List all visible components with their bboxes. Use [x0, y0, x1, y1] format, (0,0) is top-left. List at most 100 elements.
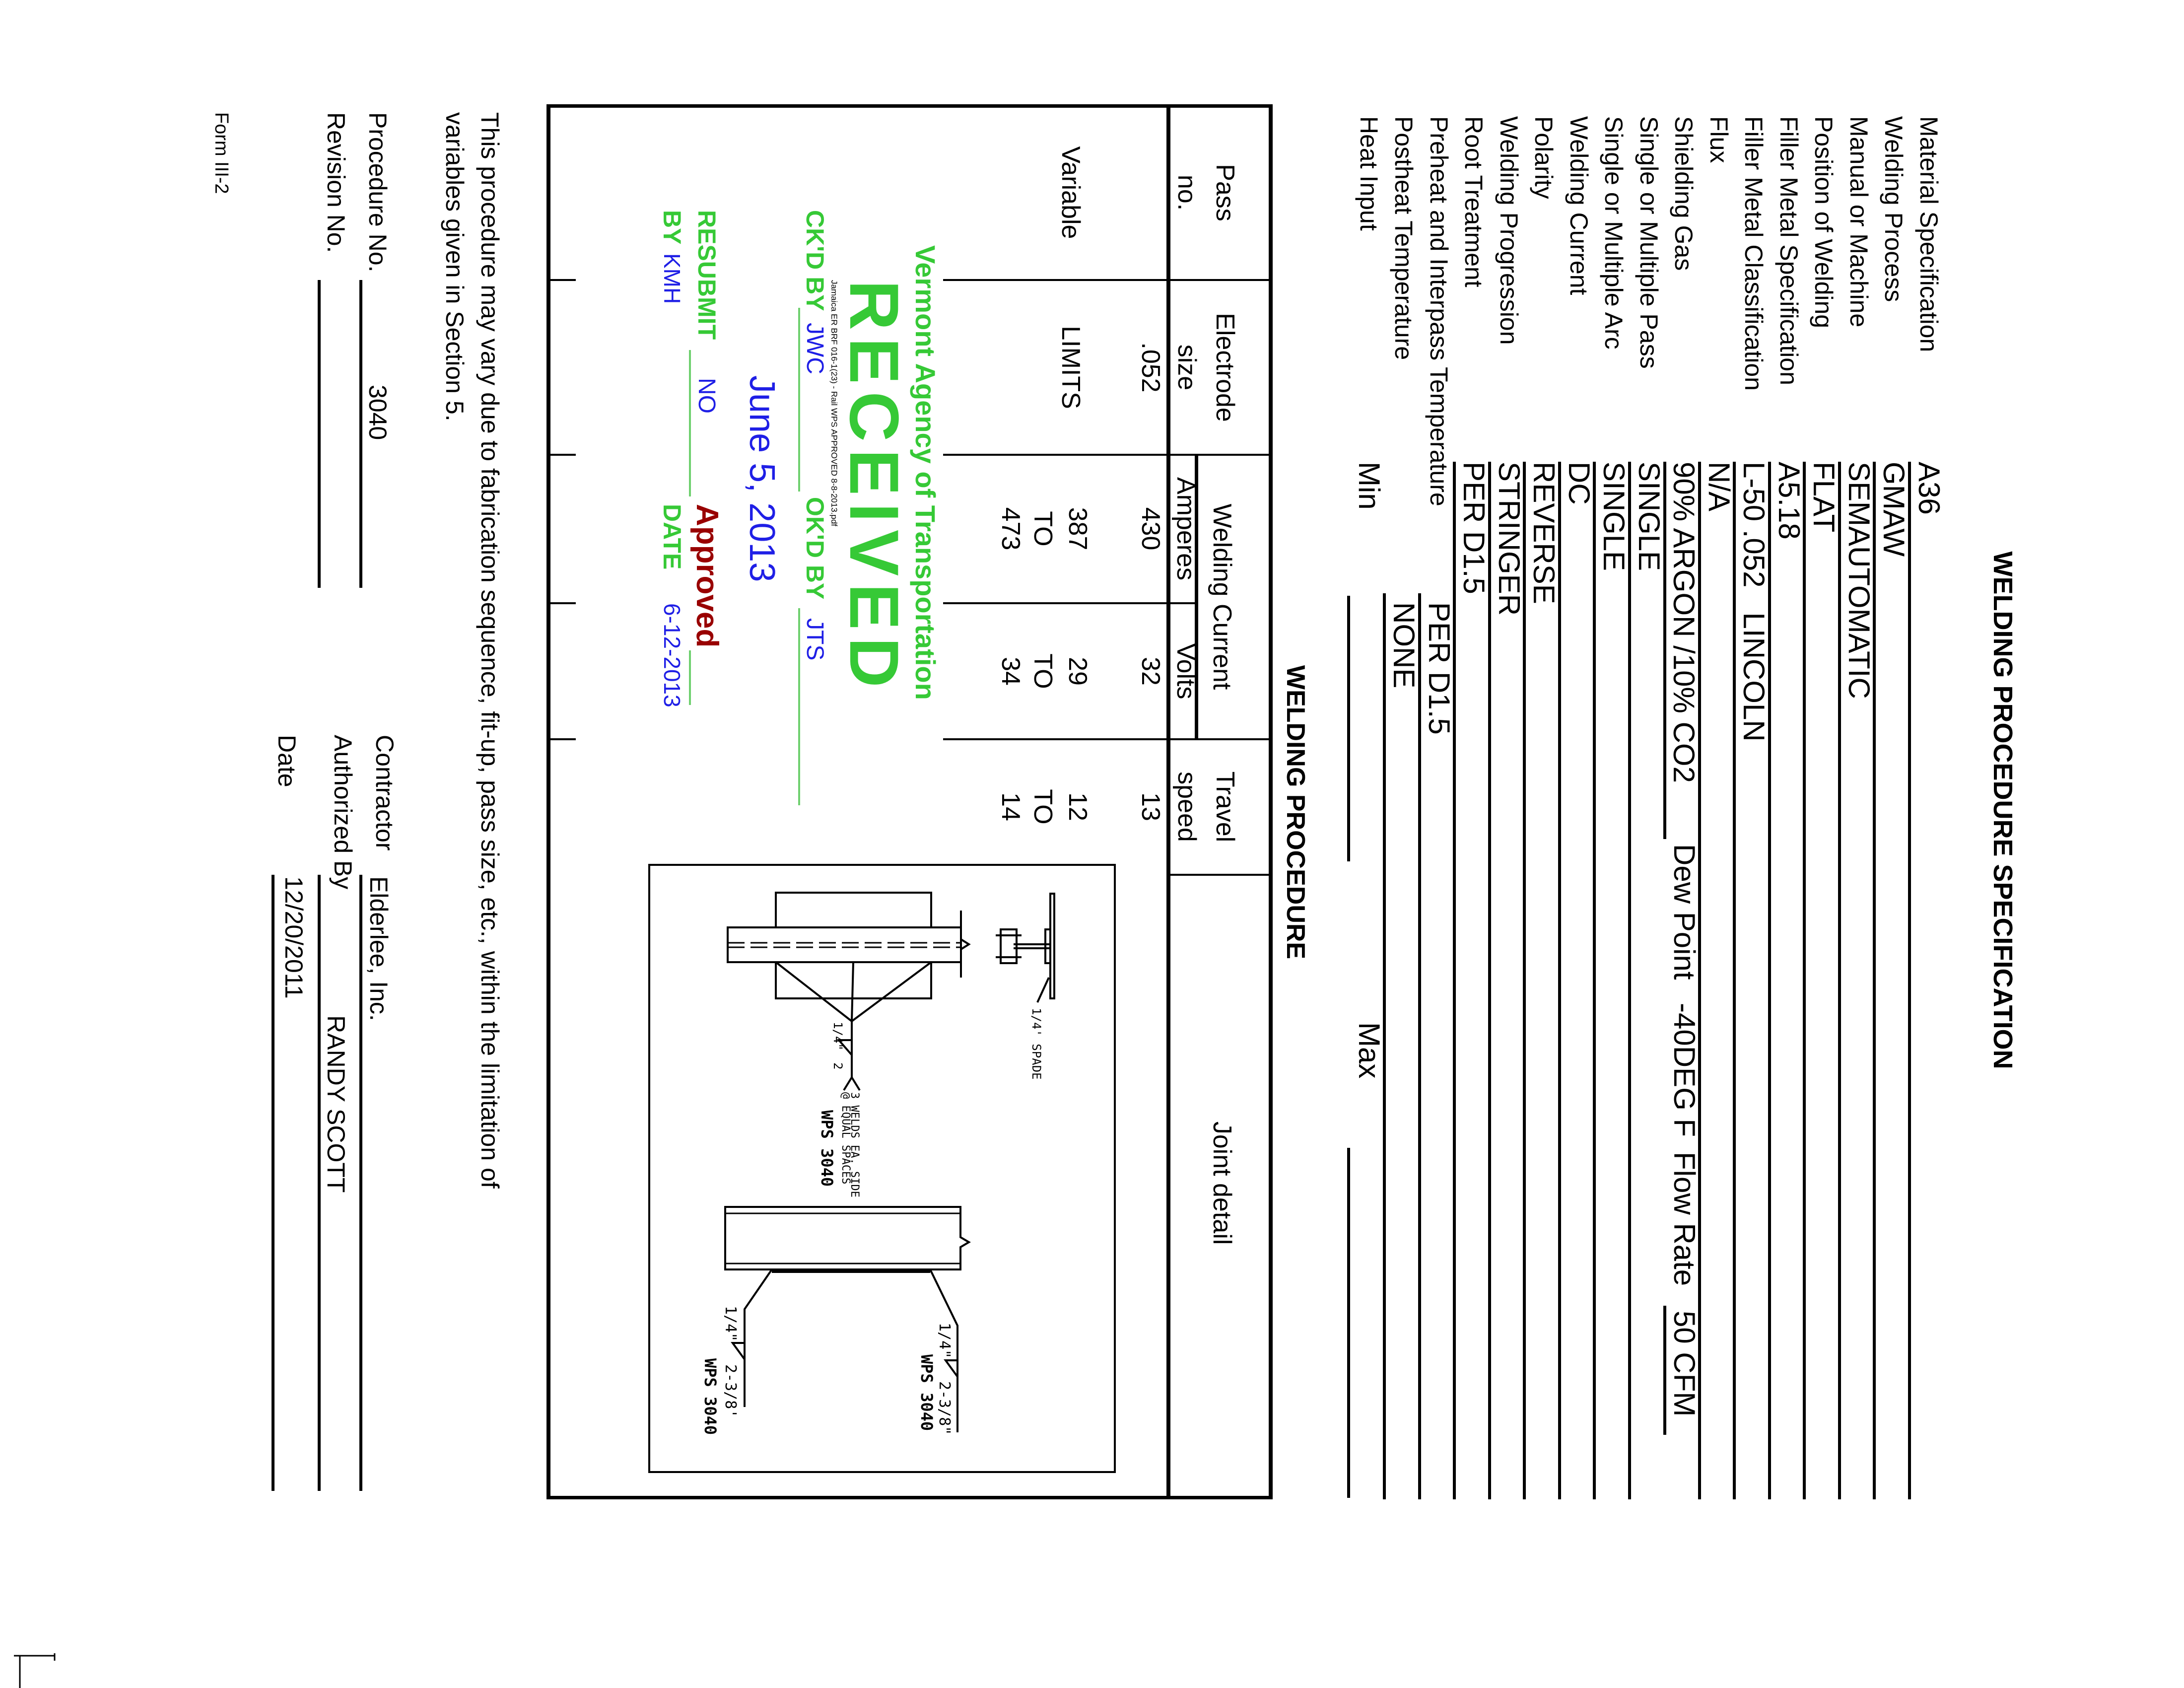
spec-label: Filler Metal Specification	[1775, 116, 1803, 385]
cell-volts: 32	[1136, 657, 1165, 686]
spec-value[interactable]: PER D1.5	[1423, 602, 1456, 735]
spec-underline	[1593, 462, 1596, 1499]
spec-label: Welding Process	[1880, 116, 1908, 302]
procedure-no-field[interactable]	[359, 280, 362, 588]
cell-electrode-size: .052	[1136, 342, 1165, 393]
stamp-ckd-label: CK'D BY	[801, 210, 829, 311]
stamp-file-note: Jamaica ER BRF 016-1(23) - Rail WPS APPR…	[829, 280, 839, 527]
header-pass-no: no.	[1172, 174, 1201, 211]
heat-input-label: Heat Input	[1355, 116, 1383, 231]
form-id: Form III-2	[211, 112, 232, 194]
revision-no-label: Revision No.	[322, 112, 350, 253]
date-value[interactable]: 12/20/2011	[280, 876, 308, 999]
flow-rate-label: Flow Rate	[1668, 1152, 1701, 1286]
table-header-border	[1166, 105, 1170, 1499]
date-field[interactable]	[272, 875, 274, 1491]
authorized-by-value[interactable]: RANDY SCOTT	[322, 1015, 350, 1193]
spec-label: Polarity	[1530, 116, 1558, 199]
column-tick	[548, 279, 576, 281]
limits-label: LIMITS	[1056, 326, 1085, 409]
spec-underline	[1908, 462, 1911, 1499]
header-volts: Volts	[1171, 643, 1200, 700]
spec-value[interactable]: A36	[1912, 462, 1946, 515]
spec-value[interactable]: NONE	[1387, 602, 1421, 689]
limit-volts-max: 34	[996, 657, 1025, 686]
date-label: Date	[273, 735, 301, 787]
limit-volts-to: TO	[1028, 653, 1057, 689]
spec-label: Flux	[1705, 116, 1733, 163]
procedure-table-title: WELDING PROCEDURE	[1281, 665, 1310, 960]
stamp-received-date: June 5, 2013	[742, 375, 782, 582]
heat-input-min-field[interactable]	[1347, 596, 1350, 861]
spec-label: Single or Multiple Pass	[1635, 116, 1663, 369]
spec-underline	[1558, 462, 1561, 1499]
spec-value[interactable]: 90% ARGON /10% CO2	[1667, 462, 1701, 783]
spec-value[interactable]: PER D1.5	[1457, 462, 1491, 594]
spec-underline	[1523, 462, 1526, 1499]
header-amperes: Amperes	[1171, 477, 1200, 581]
limit-volts-min: 29	[1063, 657, 1092, 686]
spec-label: Root Treatment	[1460, 116, 1488, 287]
header-electrode: Electrode	[1211, 313, 1239, 422]
spec-label: Preheat and Interpass Temperature	[1425, 116, 1453, 506]
dew-point-label: Dew Point	[1668, 844, 1701, 980]
spec-value[interactable]: A5.18	[1773, 462, 1806, 540]
spec-value[interactable]: SINGLE	[1597, 462, 1631, 571]
header-pass: Pass	[1211, 164, 1239, 221]
stamp-date-value: 6-12-2013	[659, 603, 685, 707]
contractor-field[interactable]	[359, 875, 362, 1491]
stamp-by-value: KMH	[659, 253, 685, 304]
heat-input-max-label: Max	[1353, 1022, 1386, 1079]
spec-value[interactable]: L-50 .052 LINCOLN	[1737, 462, 1771, 742]
spec-underline	[1733, 462, 1736, 1499]
spec-label: Single or Multiple Arc	[1600, 116, 1628, 350]
spec-value[interactable]: SEMAUTOMATIC	[1843, 462, 1876, 699]
column-divider	[933, 279, 1271, 281]
stamp-okd-line	[798, 608, 800, 805]
limit-travel-max: 14	[996, 792, 1025, 821]
stamp-status-line	[689, 650, 691, 705]
revision-no-field[interactable]	[318, 280, 321, 588]
stamp-okd-label: OK'D BY	[801, 497, 829, 600]
column-divider	[1168, 874, 1271, 876]
spec-value[interactable]: REVERSE	[1527, 462, 1561, 604]
procedure-no-label: Procedure No.	[364, 112, 392, 273]
stamp-ckd-line	[798, 308, 800, 492]
heat-input-max-field[interactable]	[1347, 1148, 1350, 1498]
variation-note-line-1: This procedure may vary due to fabricati…	[476, 112, 504, 1189]
spec-value[interactable]: STRINGER	[1493, 462, 1526, 616]
spec-value[interactable]: DC	[1563, 462, 1596, 505]
table-bottom-border	[546, 105, 550, 1499]
stamp-by-label: BY	[658, 210, 686, 245]
joint-detail-box	[648, 864, 1116, 1473]
spec-value[interactable]: N/A	[1703, 462, 1736, 512]
stamp-status: Approved	[690, 504, 724, 648]
header-welding-current: Welding Current	[1208, 503, 1236, 690]
spec-value[interactable]: FLAT	[1807, 462, 1841, 533]
limit-amperes-min: 387	[1063, 507, 1092, 551]
column-tick	[548, 738, 576, 740]
spec-underline	[1803, 462, 1806, 1499]
cell-amperes: 430	[1136, 507, 1165, 551]
limit-travel-to: TO	[1028, 789, 1057, 825]
shielding-gas-underline	[1663, 462, 1666, 839]
stamp-ckd-value: JWC	[802, 323, 828, 374]
spec-label: Manual or Machine	[1845, 116, 1873, 328]
variation-note-line-2: variables given in Section 5.	[441, 112, 469, 422]
spec-underline	[1628, 462, 1631, 1499]
spec-value[interactable]: SINGLE	[1633, 462, 1666, 571]
authorized-by-label: Authorized By	[329, 735, 357, 890]
stamp-agency: Vermont Agency of Transportation	[910, 245, 941, 700]
spec-underline	[1838, 462, 1841, 1499]
spec-value[interactable]: GMAW	[1877, 462, 1911, 557]
column-divider	[933, 602, 1197, 604]
heat-input-min-label: Min	[1353, 462, 1386, 510]
spec-label: Welding Progression	[1495, 116, 1523, 345]
spec-underline	[1418, 593, 1421, 1499]
header-joint-detail: Joint detail	[1208, 1121, 1236, 1245]
table-right-border	[546, 1496, 1273, 1499]
contractor-value[interactable]: Elderlee, Inc.	[365, 876, 393, 1021]
procedure-no-value[interactable]: 3040	[364, 385, 392, 440]
limits-variable-label: Variable	[1056, 146, 1085, 239]
authorized-by-field[interactable]	[318, 875, 321, 1491]
